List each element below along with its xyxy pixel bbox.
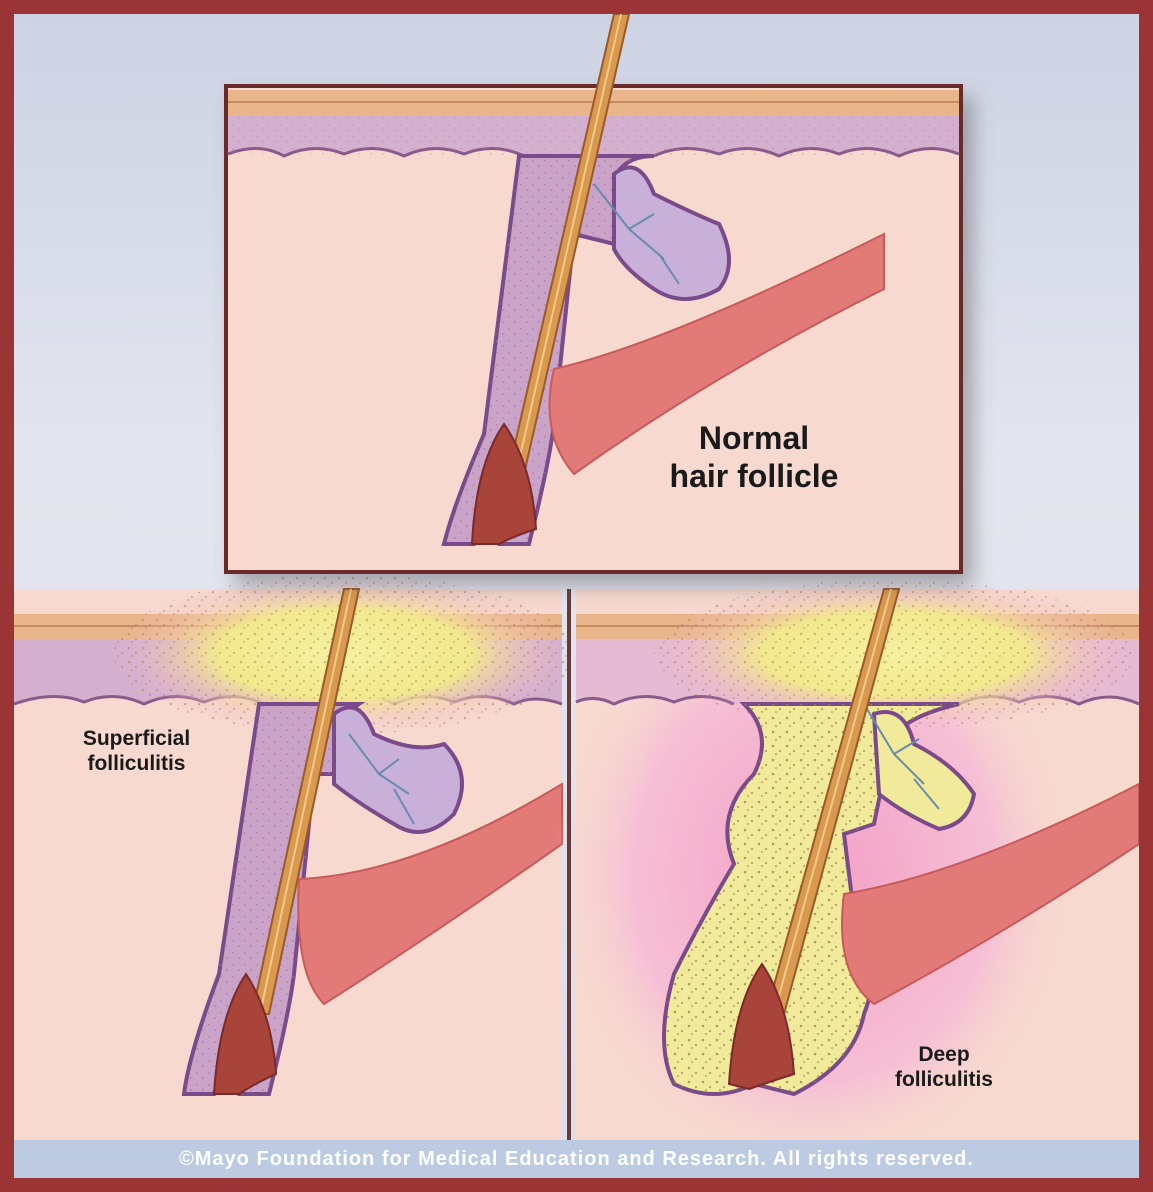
illustration-canvas: Normal hair follicle Superficial follicu… [14, 14, 1139, 1178]
normal-label-line1: Normal [604, 419, 904, 457]
normal-label-line2: hair follicle [604, 457, 904, 495]
superficial-folliculitis-label: Superficial folliculitis [44, 726, 229, 776]
deep-folliculitis-label: Deep folliculitis [854, 1042, 1034, 1092]
superficial-label-line2: folliculitis [44, 751, 229, 776]
normal-hair-follicle-label: Normal hair follicle [604, 419, 904, 496]
superficial-label-line1: Superficial [44, 726, 229, 751]
normal-hair-follicle-panel [14, 14, 1139, 1178]
deep-label-line1: Deep [854, 1042, 1034, 1067]
copyright-notice: ©Mayo Foundation for Medical Education a… [14, 1140, 1139, 1178]
deep-label-line2: folliculitis [854, 1067, 1034, 1092]
